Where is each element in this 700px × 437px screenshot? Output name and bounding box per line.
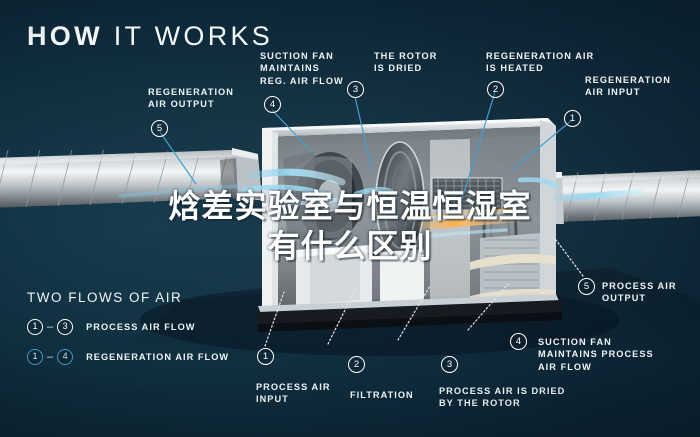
legend-marker-3-process: 3 <box>57 319 74 335</box>
callout-regeneration-air-heated-label: REGENERATION AIR IS HEATED <box>486 51 595 74</box>
page-title-light: IT WORKS <box>113 21 274 51</box>
callout-rotor-dried-label: THE ROTOR IS DRIED <box>374 51 438 74</box>
callout-suction-fan-reg-label: SUCTION FAN MAINTAINS REG. AIR FLOW <box>260 51 344 86</box>
legend-marker-1-process: 1 <box>27 319 43 335</box>
marker-1-process-air-input[interactable]: 1 <box>257 348 274 365</box>
airflow-arrows <box>118 168 643 238</box>
page-title: HOW IT WORKS <box>27 23 273 50</box>
marker-2-filtration[interactable]: 2 <box>348 356 365 373</box>
desiccant-rotor <box>375 141 425 259</box>
legend-marker-4-regeneration: 4 <box>57 349 74 365</box>
callout-process-air-output-label: PROCESS AIR OUTPUT <box>602 281 677 304</box>
marker-1-regeneration-air-input[interactable]: 1 <box>564 110 581 127</box>
callout-process-air-input-label: PROCESS AIR INPUT <box>256 382 331 405</box>
marker-4-suction-fan-reg[interactable]: 4 <box>264 96 281 113</box>
legend-heading: TWO FLOWS OF AIR <box>27 290 183 305</box>
callout-regeneration-air-output-label: REGENERATION AIR OUTPUT <box>148 87 234 110</box>
callout-regeneration-air-input-label: REGENERATION AIR INPUT <box>585 75 671 98</box>
callout-filtration-label: FILTRATION <box>350 390 414 400</box>
overlay-headline: 焓差实验室与恒温恒湿室 有什么区别 <box>0 186 700 266</box>
marker-3-rotor-dried[interactable]: 3 <box>347 81 364 98</box>
marker-5-regeneration-air-output[interactable]: 5 <box>151 120 168 137</box>
leader-lines-top <box>159 91 573 213</box>
overlay-headline-line2: 有什么区别 <box>267 227 433 265</box>
legend-dash-regeneration: – <box>47 351 54 363</box>
marker-4-suction-fan-process[interactable]: 4 <box>510 333 527 350</box>
overlay-headline-line1: 焓差实验室与恒温恒湿室 <box>168 187 532 225</box>
marker-5-process-air-output[interactable]: 5 <box>578 278 595 295</box>
legend-label-regeneration-air-flow: REGENERATION AIR FLOW <box>86 352 230 362</box>
leader-lines-bottom <box>264 239 584 347</box>
legend-label-process-air-flow: PROCESS AIR FLOW <box>86 322 196 332</box>
marker-3-process-air-dried[interactable]: 3 <box>441 356 458 373</box>
marker-2-regeneration-air-heated[interactable]: 2 <box>487 81 504 98</box>
callout-process-air-dried-label: PROCESS AIR IS DRIED BY THE ROTOR <box>439 386 566 409</box>
filter-panels <box>296 233 540 312</box>
legend-row-regeneration-air: 1 – 4 REGENERATION AIR FLOW <box>27 349 229 365</box>
legend-marker-1-regeneration: 1 <box>27 349 43 365</box>
page-title-bold: HOW <box>27 21 103 51</box>
legend-dash-process: – <box>47 321 54 333</box>
legend-row-process-air: 1 – 3 PROCESS AIR FLOW <box>27 319 195 335</box>
callout-suction-fan-process-label: SUCTION FAN MAINTAINS PROCESS AIR FLOW <box>538 337 654 372</box>
